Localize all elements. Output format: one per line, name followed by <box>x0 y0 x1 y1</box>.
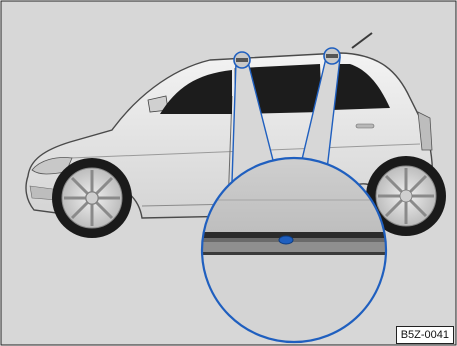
front-wheel <box>52 158 132 238</box>
figure-code-label: B5Z-0041 <box>396 326 454 344</box>
roof-rail-mount-cap-icon <box>279 236 293 244</box>
